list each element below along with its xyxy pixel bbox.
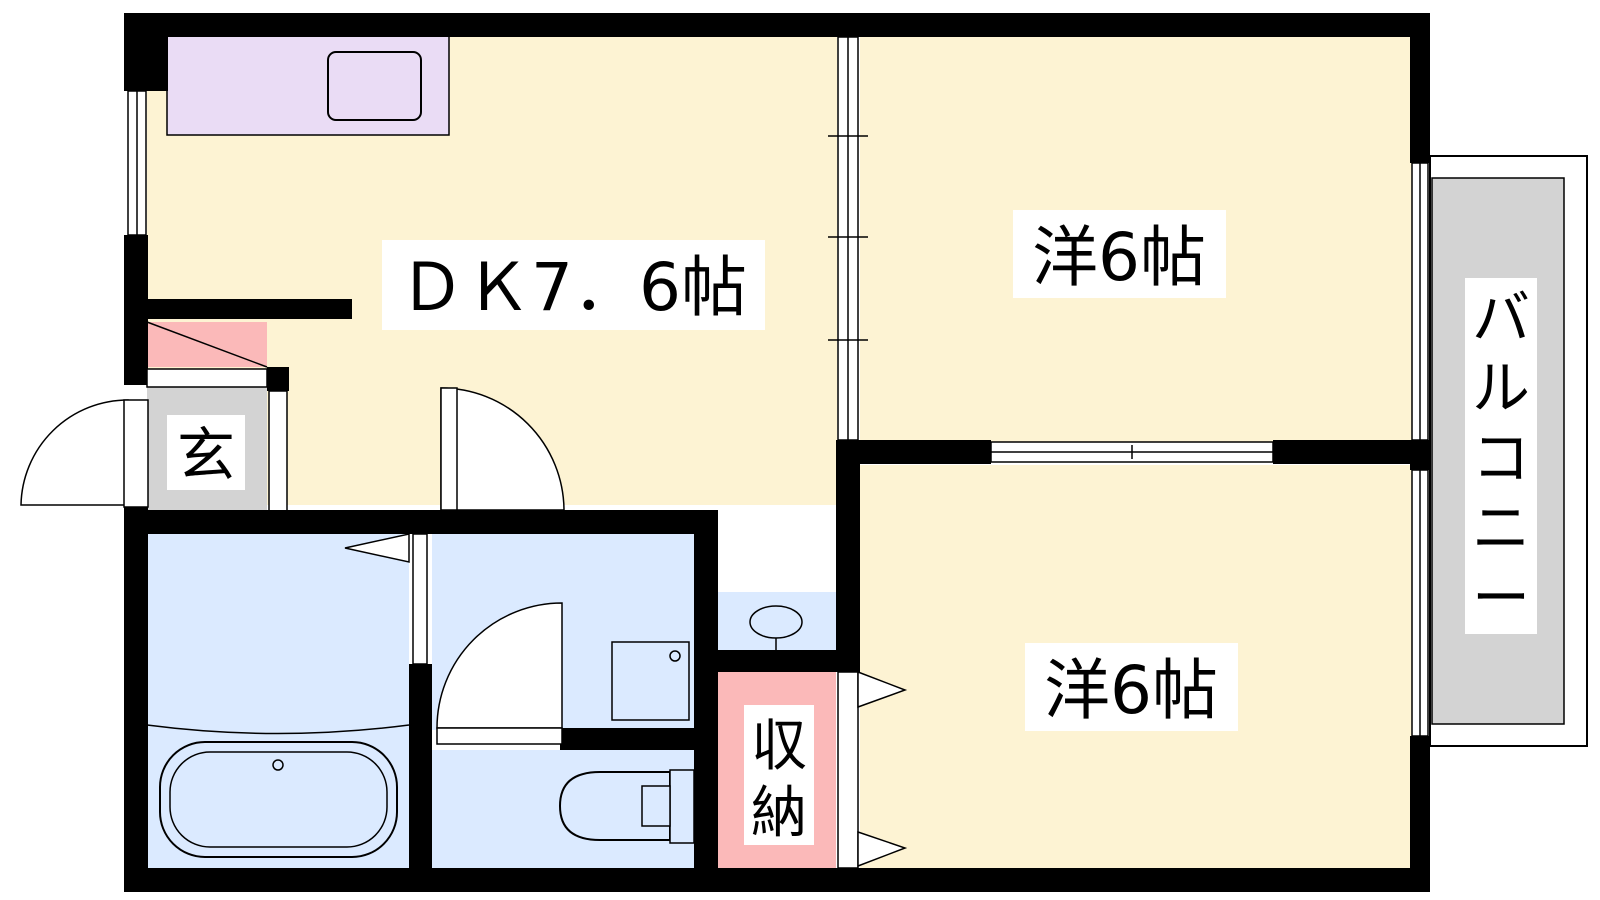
bathtub-inner: [169, 751, 388, 848]
dk-label-bg: [382, 240, 765, 330]
storage-label-line1: 収: [751, 714, 807, 779]
wall-top: [124, 13, 1430, 37]
balcony-label-char-3: コ: [1472, 424, 1530, 492]
stove-icon: [327, 51, 422, 121]
wall-wet-right: [694, 510, 718, 892]
western-upper-label-bg: [1013, 210, 1226, 298]
wall-left-mid: [124, 235, 148, 385]
wall-left-top: [124, 13, 168, 91]
wall-right-top: [1410, 13, 1430, 163]
storage-door-arrow-bottom: [857, 830, 908, 868]
wall-dk-west-top: [836, 13, 860, 37]
western-lower-label-bg: [1025, 643, 1238, 731]
entrance-door-swing: [20, 399, 129, 506]
dk-door-swing: [440, 387, 565, 511]
wall-dk-stub: [147, 299, 352, 319]
entrance-label-bg: [167, 415, 245, 490]
wall-bath-divider: [409, 664, 432, 892]
balcony-label-char-5: ー: [1472, 564, 1530, 632]
bathtub: [159, 741, 398, 858]
dk-label: ＤＫ7．6帖: [399, 249, 747, 326]
washroom-door-leaf: [436, 727, 563, 745]
storage-door-arrow-top: [857, 670, 908, 709]
wall-storage-right: [836, 440, 860, 672]
balcony-label-char-4: ニ: [1472, 494, 1530, 562]
western-lower-label: 洋6帖: [1044, 652, 1218, 729]
entrance-step: [146, 368, 268, 388]
storage-sliding-door: [837, 671, 859, 869]
wall-washroom-bottom: [560, 728, 696, 750]
washing-machine-pan: [611, 641, 690, 721]
washroom-door-swing: [436, 602, 563, 729]
storage-label-bg: [744, 705, 814, 845]
bath-door-arrow: [344, 533, 410, 563]
wall-entrance-post: [267, 367, 289, 391]
entrance-side-panel: [268, 390, 288, 513]
bath-sliding-door: [412, 533, 428, 665]
bath-shower-area-line: [146, 724, 410, 735]
western-upper-label: 洋6帖: [1032, 219, 1206, 296]
bathtub-drain: [272, 759, 284, 771]
balcony-label-char-1: バ: [1472, 284, 1530, 352]
toilet-tank: [669, 769, 695, 844]
storage-label-line2: 納: [751, 781, 807, 846]
entrance-door-leaf: [123, 399, 149, 508]
wall-west-rooms-right: [1273, 440, 1430, 464]
wall-west-rooms-left: [836, 440, 991, 464]
dk-door-leaf: [440, 387, 458, 511]
balcony-label-char-2: ル: [1472, 354, 1530, 422]
wall-wet-top: [124, 510, 716, 534]
wall-right-bottom: [1410, 736, 1430, 892]
shoe-closet-hatch: [146, 321, 268, 368]
wall-sink-bottom: [716, 650, 858, 672]
wall-bottom: [124, 868, 1430, 892]
washer-drain: [669, 650, 681, 662]
wall-left-bottom: [124, 507, 148, 892]
entrance-label: 玄: [177, 421, 235, 489]
balcony-label-bg: [1465, 278, 1537, 634]
